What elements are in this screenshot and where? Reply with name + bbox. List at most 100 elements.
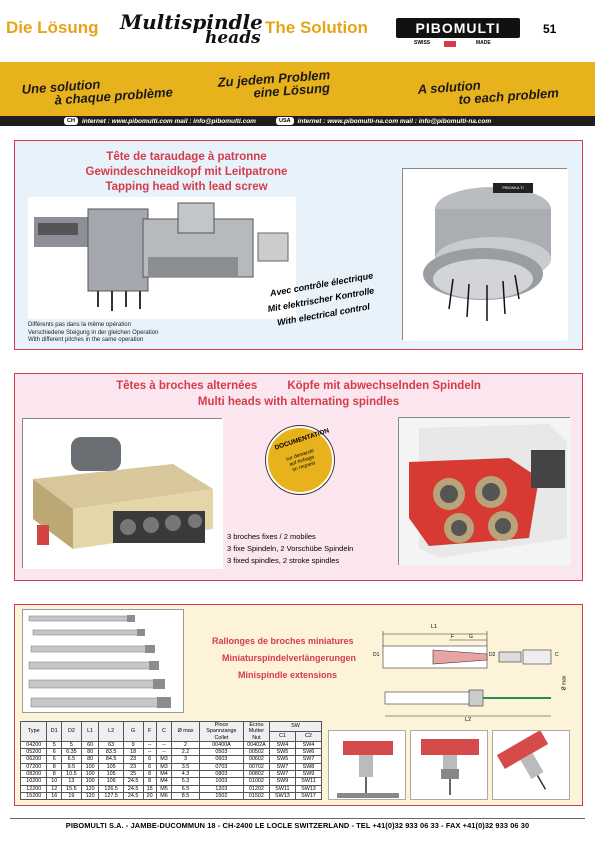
- table-cell: 00802: [242, 770, 270, 779]
- table-cell: 126.5: [98, 784, 124, 793]
- table-cell: 127.5: [98, 791, 124, 801]
- col-type: Type: [19, 721, 48, 742]
- table-cell: M4: [155, 777, 173, 786]
- table-cell: 8: [46, 762, 62, 772]
- table-cell: 105: [98, 770, 124, 779]
- round-head-photo: PIBOMULTI: [402, 168, 568, 341]
- dim-d2: D2: [489, 652, 496, 658]
- dim-l2: L2: [465, 717, 472, 723]
- table-cell: 15: [142, 784, 157, 793]
- table-cell: SW5: [268, 748, 296, 757]
- col-nut: Ecrou Mutter Nut: [242, 721, 270, 742]
- dim-l1: L1: [431, 624, 438, 630]
- table-cell: M4: [155, 770, 173, 779]
- table-cell: 0603: [198, 755, 244, 764]
- table-cell: SW6: [294, 748, 323, 757]
- table-cell: SW13: [268, 791, 296, 801]
- col-sw-c1: C1: [268, 730, 296, 742]
- table-cell: 06200: [19, 755, 48, 764]
- table-cell: 80: [80, 755, 100, 764]
- table-cell: 3: [171, 755, 200, 764]
- table-cell: 1502: [198, 791, 244, 801]
- table-cell: 2: [171, 740, 200, 750]
- table-cell: 105: [98, 762, 124, 772]
- extensions-photo: [22, 609, 184, 713]
- table-cell: SW17: [294, 791, 323, 801]
- table-cell: 23: [122, 755, 144, 764]
- table-cell: 9.5: [61, 762, 82, 772]
- web-usa[interactable]: internet : www.pibomulti-na.com mail : i…: [297, 117, 492, 125]
- table-cell: 12: [46, 784, 62, 793]
- col-c: C: [155, 721, 173, 742]
- table-cell: 13: [61, 777, 82, 786]
- table-cell: --: [155, 740, 173, 750]
- table-cell: M5: [155, 784, 173, 793]
- table-cell: SW7: [268, 770, 296, 779]
- usa-flag: USA: [275, 117, 294, 125]
- col-omax: Ø max: [171, 721, 200, 742]
- table-cell: M3: [155, 755, 173, 764]
- tapping-head-photo: [28, 197, 296, 319]
- table-cell: 08200: [19, 770, 48, 779]
- table-cell: 8: [142, 770, 157, 779]
- dim-d1: D1: [373, 652, 380, 658]
- table-cell: 25: [122, 770, 144, 779]
- page-number: 51: [543, 22, 557, 36]
- table-cell: M3: [155, 762, 173, 772]
- table-cell: SW9: [268, 777, 296, 786]
- col-f: F: [142, 721, 157, 742]
- table-cell: 6: [46, 748, 62, 757]
- ch-flag: CH: [64, 117, 78, 125]
- table-cell: --: [155, 748, 173, 757]
- table-cell: --: [142, 740, 157, 750]
- table-cell: SW7: [294, 755, 323, 764]
- table-cell: 1203: [198, 784, 244, 793]
- col-d2: D2: [61, 721, 82, 742]
- table-cell: 100: [80, 770, 100, 779]
- spec-table: Type D1 D2 L1 L2 G F C Ø max Pince Spann…: [19, 721, 323, 801]
- table-cell: SW11: [268, 784, 296, 793]
- diagram-2: [410, 730, 488, 800]
- table-cell: 05200: [19, 748, 48, 757]
- panel1-title: Tête de taraudage à patronne Gewindeschn…: [85, 151, 288, 193]
- table-cell: 106: [98, 777, 124, 786]
- panel2-spec: 3 broches fixes / 2 mobiles 3 fixe Spind…: [227, 532, 354, 565]
- table-cell: 6: [142, 762, 157, 772]
- table-cell: 10200: [19, 777, 48, 786]
- table-cell: 6.5: [61, 755, 82, 764]
- col-l2: L2: [98, 721, 124, 742]
- table-cell: 6.35: [61, 748, 82, 757]
- table-cell: SW4: [268, 740, 296, 750]
- table-cell: 24.5: [122, 777, 144, 786]
- title-cursive-1: Multispindle: [120, 10, 263, 34]
- table-cell: 63: [98, 740, 124, 750]
- table-cell: 120: [80, 791, 100, 801]
- table-cell: 20: [142, 791, 157, 801]
- table-cell: 00400A: [198, 740, 244, 750]
- table-cell: 00402A: [242, 740, 270, 750]
- dim-c: C: [555, 652, 559, 658]
- table-cell: 10: [46, 777, 62, 786]
- panel1-note: Différents pas dans la même opération Ve…: [28, 322, 159, 343]
- col-d1: D1: [46, 721, 62, 742]
- table-cell: 10.5: [61, 770, 82, 779]
- documentation-badge[interactable]: DOCUMENTATION sur demande auf Anfrage on…: [266, 426, 334, 494]
- table-cell: 07200: [19, 762, 48, 772]
- dim-omax: Ø max: [561, 675, 568, 691]
- table-cell: 5: [61, 740, 82, 750]
- table-cell: 00602: [242, 755, 270, 764]
- table-cell: 8.5: [171, 791, 200, 801]
- table-cell: SW11: [294, 777, 323, 786]
- table-cell: 6: [46, 755, 62, 764]
- table-cell: 24.5: [122, 784, 144, 793]
- spec-table-wrap: Type D1 D2 L1 L2 G F C Ø max Pince Spann…: [19, 721, 323, 801]
- table-cell: 9: [122, 740, 144, 750]
- table-cell: 18: [122, 748, 144, 757]
- web-ch[interactable]: internet : www.pibomulti.com mail : info…: [81, 117, 256, 125]
- table-cell: 01502: [242, 791, 270, 801]
